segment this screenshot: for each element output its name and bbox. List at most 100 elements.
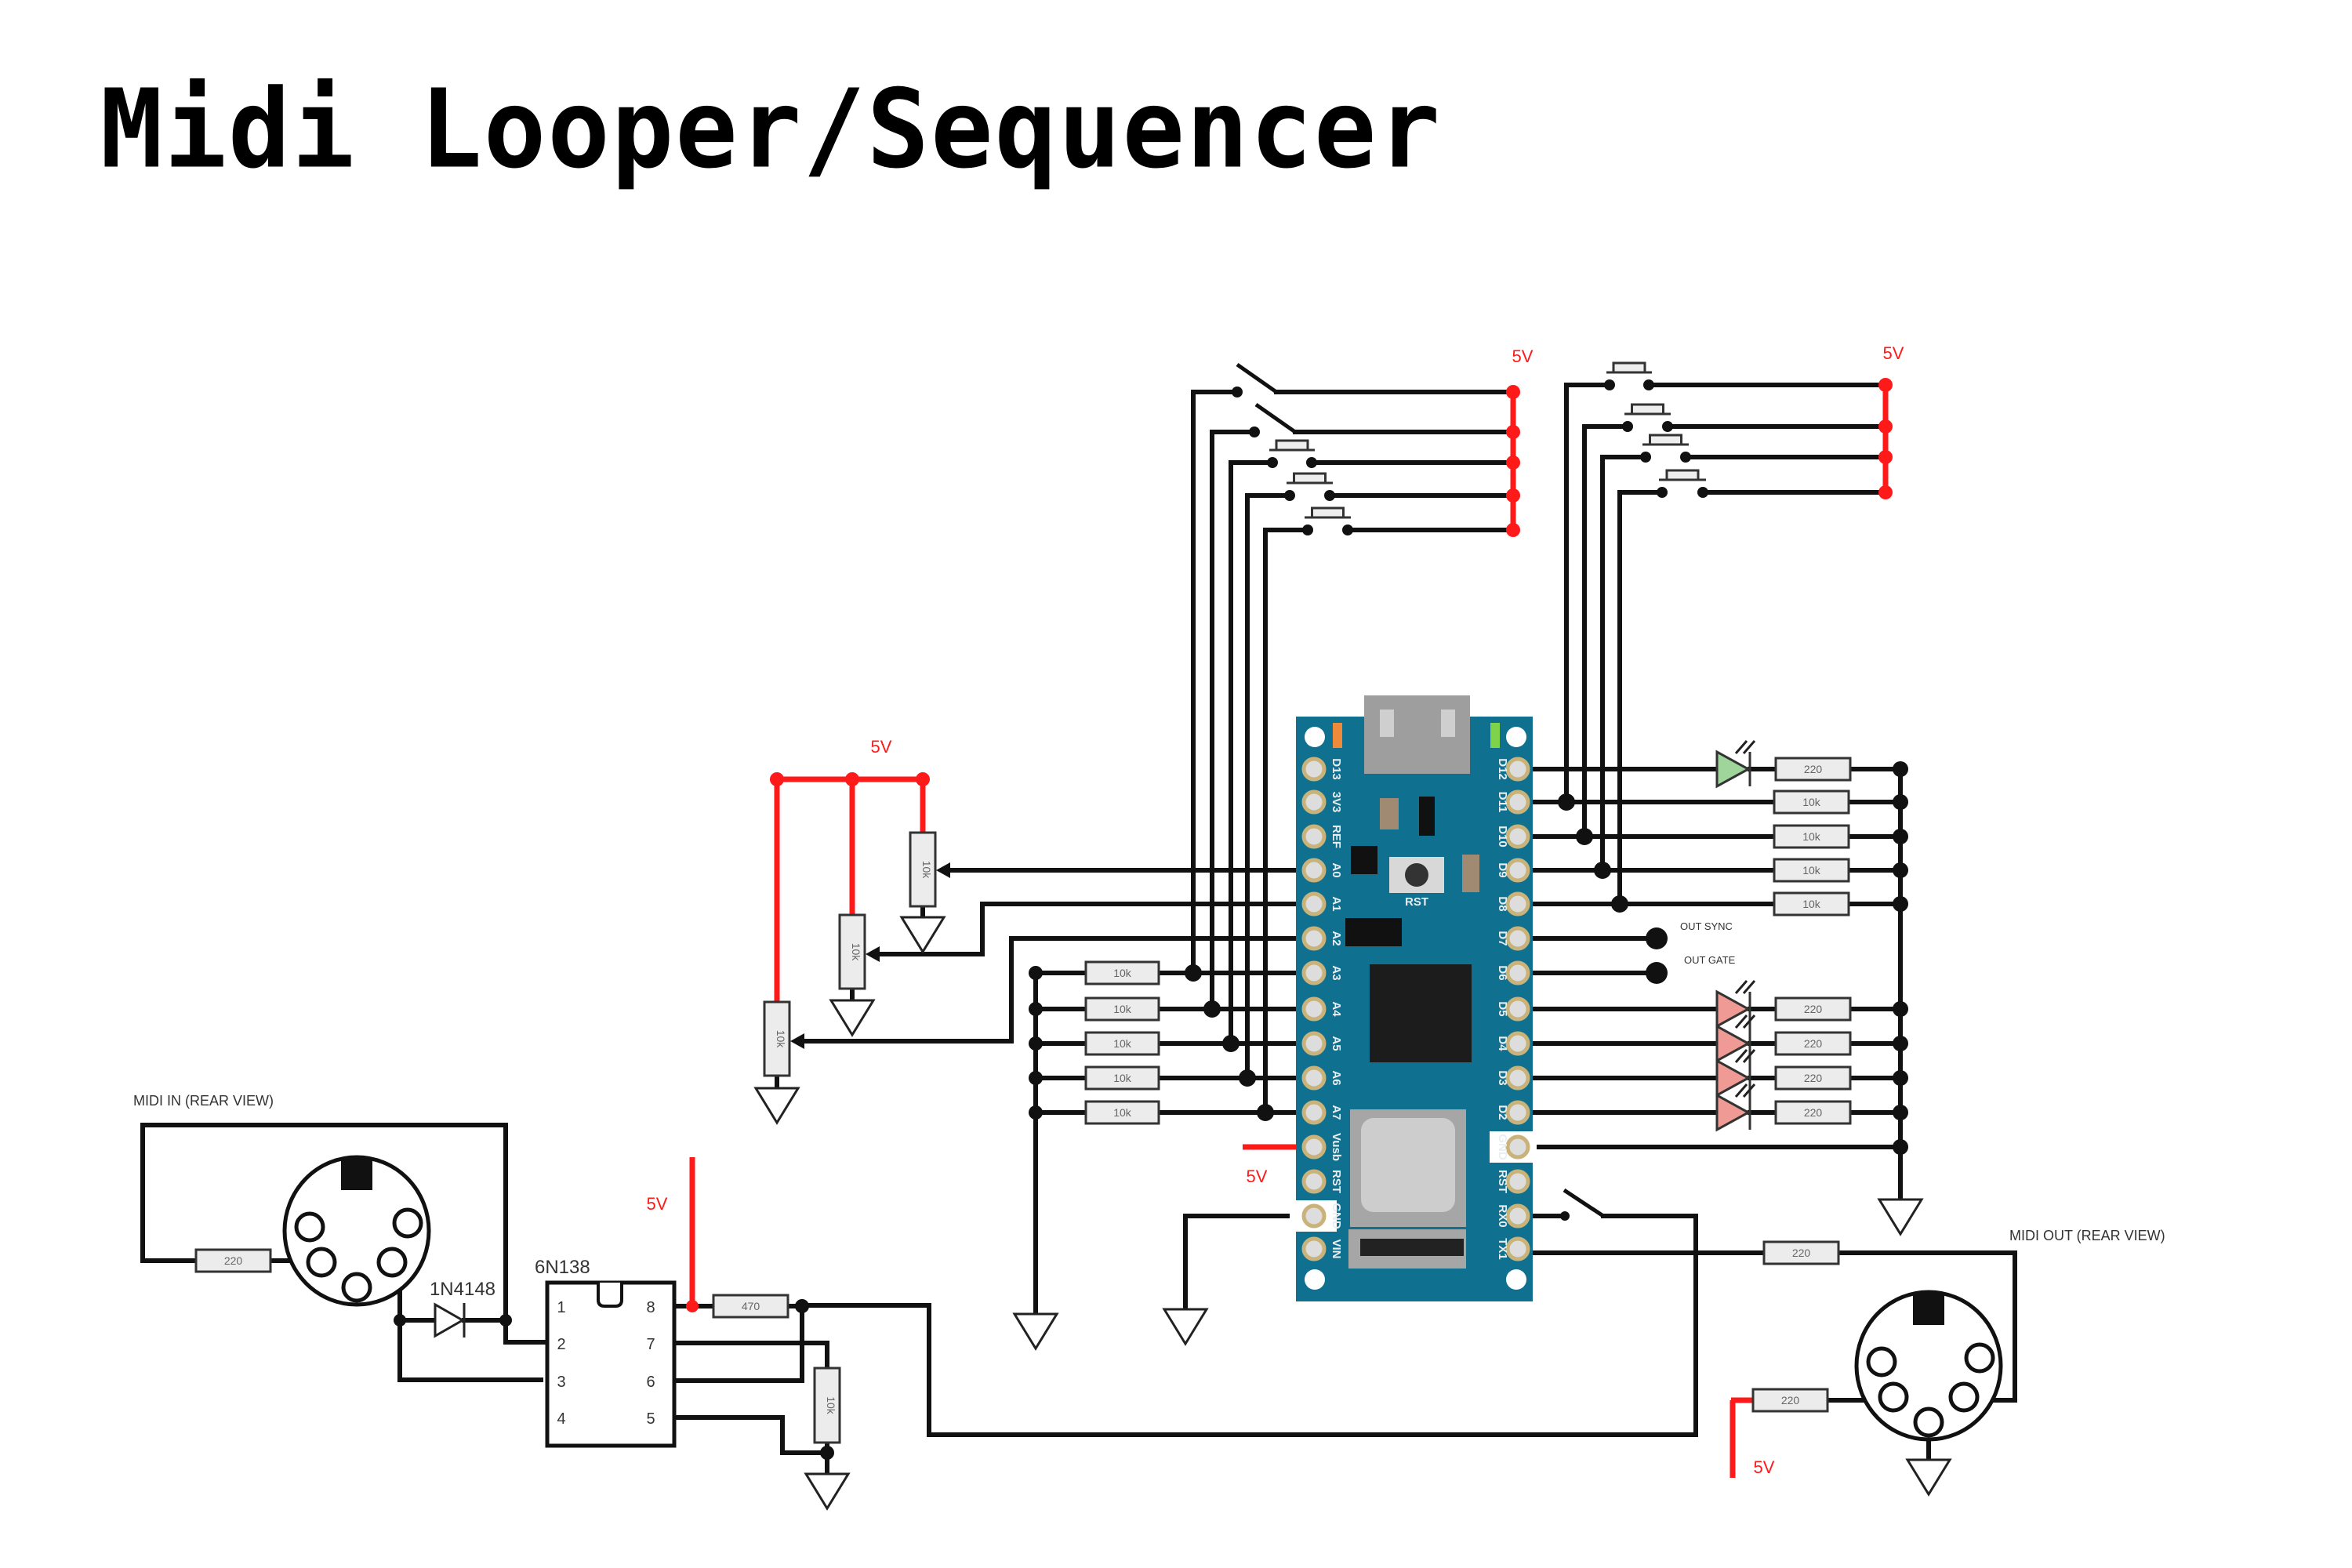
button-cap (1311, 506, 1345, 519)
pin-gnd (1301, 1203, 1327, 1229)
resistor-a3: 10k (1084, 960, 1160, 985)
resistor-value: 10k (1113, 1037, 1132, 1050)
led-light-ray (1734, 1083, 1748, 1098)
resistor-value: 10k (920, 861, 933, 880)
resistor-body (194, 1248, 272, 1273)
pin-label-a1: A1 (1330, 896, 1343, 911)
junction-dot (1611, 895, 1628, 913)
pin-label-a0: A0 (1330, 862, 1343, 877)
pin-label-d13: D13 (1330, 758, 1343, 780)
resistor-tx: 220 (1762, 1240, 1840, 1265)
contact (1657, 487, 1668, 498)
pin-d13 (1301, 757, 1327, 782)
supply-node (1878, 450, 1893, 464)
resistor-opto: 470 (712, 1294, 789, 1319)
led-red (1715, 1014, 1756, 1063)
wiper-arrow (790, 1033, 804, 1049)
connector-pin (1948, 1381, 1980, 1413)
resistor-body (1773, 891, 1850, 916)
push-button-5 (1622, 403, 1673, 432)
switch-contact (1560, 1211, 1570, 1221)
capacitor (1380, 798, 1399, 829)
ground-icon (1162, 1308, 1209, 1346)
resistor-value: 220 (1804, 1003, 1823, 1015)
pin-label-a6: A6 (1330, 1070, 1343, 1085)
pin-label-vin: VIN (1330, 1239, 1343, 1258)
pin-label-rst: RST (1496, 1170, 1509, 1193)
reset-label: RST (1405, 895, 1428, 909)
junction-dot (1203, 1000, 1221, 1018)
diode-label: 1N4148 (430, 1279, 495, 1300)
page-title: Midi Looper/Sequencer (100, 66, 1442, 194)
button-cap (1665, 469, 1700, 481)
resistor-d9: 10k (1773, 858, 1850, 883)
resistor-d10: 10k (1773, 824, 1850, 849)
resistor-d4: 220 (1774, 1031, 1852, 1056)
wire (1245, 493, 1292, 1080)
resistor-value: 220 (1804, 1072, 1823, 1084)
pin-label-d2: D2 (1496, 1105, 1509, 1120)
resistor-value: 10k (1802, 796, 1821, 808)
pin-label-a4: A4 (1330, 1001, 1343, 1017)
wire (1564, 383, 1612, 804)
wire (462, 1318, 550, 1345)
optocoupler-notch (597, 1283, 623, 1308)
connector-slot (1360, 1239, 1464, 1256)
resistor-a6: 10k (1084, 1065, 1160, 1091)
junction-dot (1185, 964, 1202, 982)
pin-d12 (1505, 757, 1530, 782)
push-button-2 (1284, 472, 1335, 501)
wire (1600, 455, 1648, 873)
ground-icon (829, 999, 876, 1037)
resistor-value: 10k (1802, 898, 1821, 910)
junction-dot (1893, 1036, 1908, 1051)
contact (1640, 452, 1651, 463)
pin-d4 (1505, 1031, 1530, 1056)
pin-label-a7: A7 (1330, 1105, 1343, 1120)
wire (873, 902, 1316, 956)
connector-pin (1964, 1342, 1995, 1374)
led-body (1715, 989, 1751, 1029)
supply-wires (689, 385, 1889, 1478)
toggle-switch-1 (1232, 362, 1278, 397)
junction-dot (1029, 1105, 1043, 1120)
junction-dot (1576, 828, 1593, 845)
contact (1697, 487, 1708, 498)
resistor-body (1774, 1100, 1852, 1125)
resistor-value: 220 (224, 1254, 243, 1267)
resistor-body (1084, 996, 1160, 1022)
status-led (1490, 723, 1500, 748)
components: 220 10k 10k 10k 10k 220 220 220 220 10k 10k 10k 10k 1… (194, 361, 2003, 1511)
pin-a1 (1301, 891, 1327, 916)
chip-transistor (1419, 797, 1435, 836)
push-button-6 (1640, 434, 1691, 463)
resistor-body (1774, 1065, 1852, 1091)
connector-key (1913, 1292, 1944, 1325)
potentiometer-a2: 10k (763, 1000, 791, 1077)
wire (1582, 424, 1630, 839)
supply-node (1506, 425, 1520, 439)
pin-a5 (1301, 1031, 1327, 1056)
resistor-value: 220 (1804, 1037, 1823, 1050)
junction-dot (1029, 966, 1043, 980)
out-gate-label: OUT GATE (1684, 954, 1736, 966)
midi-out-label: MIDI OUT (REAR VIEW) (2009, 1228, 2165, 1243)
pin-label-d11: D11 (1496, 792, 1509, 813)
push-button-1 (1267, 439, 1317, 468)
pin-a6 (1301, 1065, 1327, 1091)
supply-label: 5V (647, 1194, 668, 1214)
pin-label-a2: A2 (1330, 931, 1343, 946)
midi-in-label: MIDI IN (REAR VIEW) (133, 1093, 274, 1109)
led-red (1715, 1049, 1756, 1098)
wire (1191, 390, 1240, 975)
resistor-value: 10k (850, 943, 862, 962)
pin-vin (1301, 1236, 1327, 1261)
resistor-midi-out: 220 (1751, 1388, 1829, 1413)
led-light-ray (1742, 1049, 1756, 1063)
pin-a7 (1301, 1100, 1327, 1125)
supply-node (686, 1300, 699, 1312)
resistor-d3: 220 (1774, 1065, 1852, 1091)
junction-dot (1257, 1104, 1274, 1121)
pin-label-d12: D12 (1496, 758, 1509, 780)
